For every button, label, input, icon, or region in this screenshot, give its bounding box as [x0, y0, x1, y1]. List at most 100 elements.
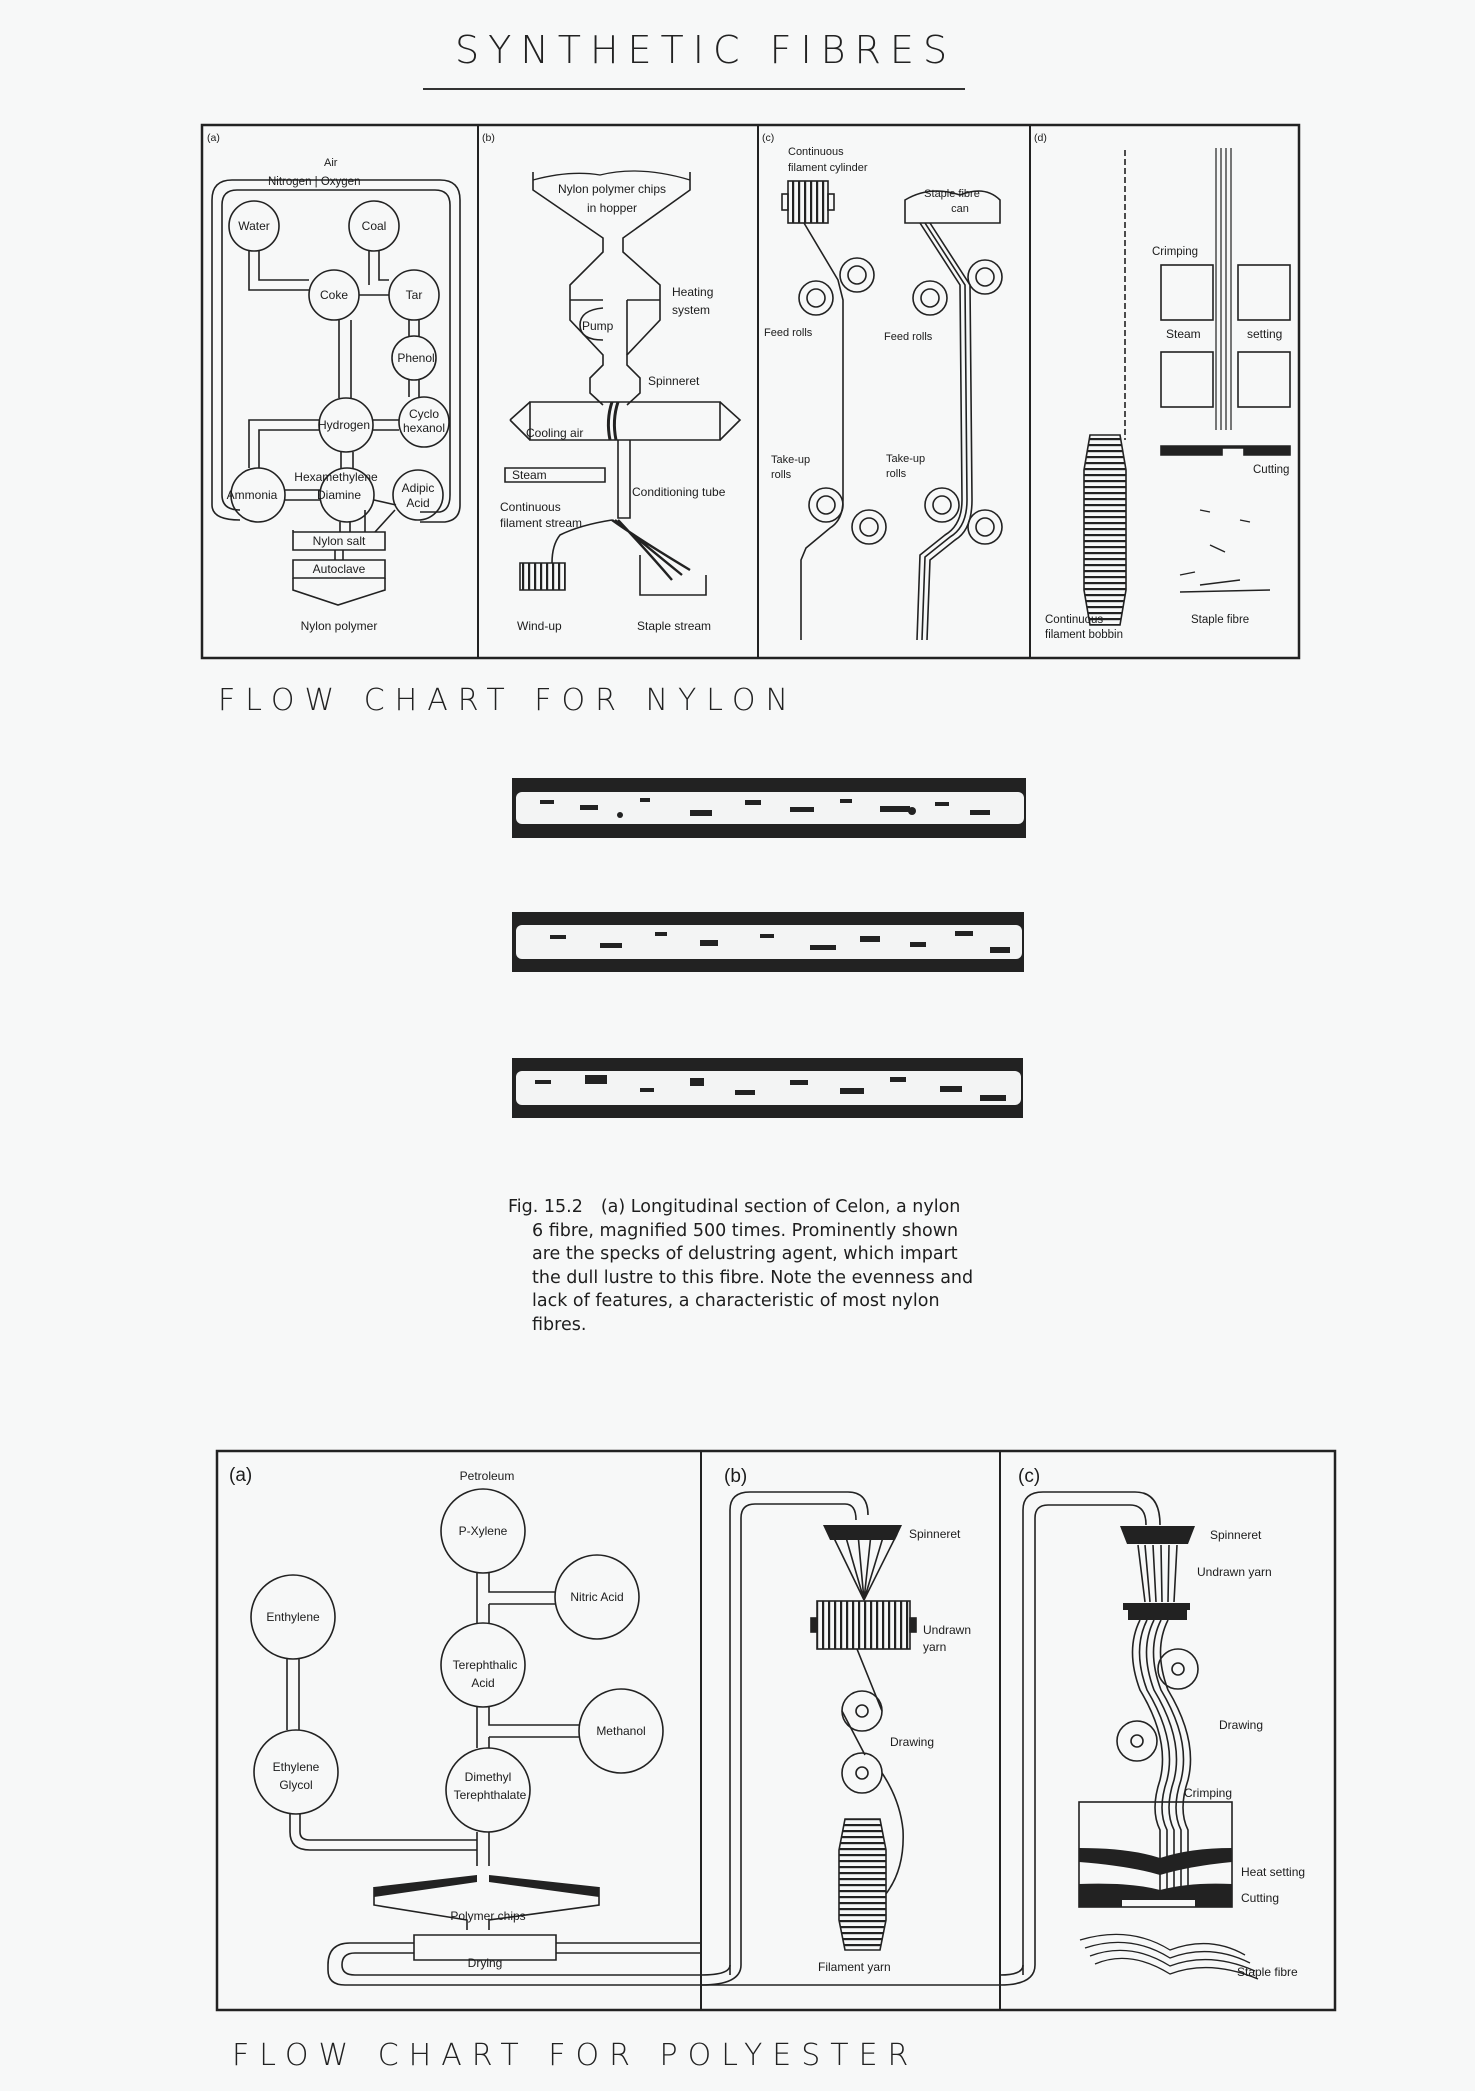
node-cyclohexanol: Cyclo [409, 407, 439, 421]
pump-label: Pump [582, 319, 614, 333]
node-methanol: Methanol [596, 1724, 645, 1738]
caption-line-5: lack of features, a characteristic of mo… [532, 1291, 940, 1311]
fibre-section-2 [512, 912, 1024, 972]
node-tar: Tar [406, 288, 423, 302]
heat-setting-label: Heat setting [1241, 1865, 1305, 1879]
polyester-flow-chart [215, 1449, 1337, 2012]
title-underline [423, 88, 965, 90]
feed-rolls-label: Feed rolls [884, 331, 933, 343]
nylon-polymer-output: Nylon polymer [301, 619, 378, 633]
petroleum-label: Petroleum [460, 1469, 515, 1483]
page-title: SYNTHETIC FIBRES [455, 28, 957, 72]
continuous-filament-stream-label: Continuous [500, 500, 561, 514]
caption-line-3: are the specks of delustring agent, whic… [532, 1244, 958, 1264]
continuous-filament-bobbin-label: Continuous [1045, 614, 1103, 626]
undrawn-yarn-label: Undrawn [923, 1623, 971, 1637]
caption-line-1: Fig. 15.2 (a) Longitudinal section of Cel… [508, 1196, 1028, 1220]
node-dimethyl-terephthalate: Dimethyl [465, 1770, 512, 1784]
caption-line-4: the dull lustre to this fibre. Note the … [532, 1267, 974, 1288]
polyester-panel-c: (c) Spinneret Undrawn yarn Drawing Crimp… [999, 1466, 1305, 1986]
node-adipic-acid: Adipic [402, 481, 435, 495]
heating-system-label-line2: system [672, 303, 710, 317]
steam-setting-label-part2: setting [1247, 327, 1282, 341]
drawing-label: Drawing [1219, 1718, 1263, 1732]
staple-fibre-can-label: Staple fibre [924, 188, 980, 200]
drying-box: Drying [468, 1956, 503, 1970]
node-hexamethylene-diamine: Hexamethylene [294, 470, 378, 484]
node-ethylene-glycol: Ethylene [273, 1760, 320, 1774]
heating-system-label: Heating [672, 285, 713, 299]
node-hydrogen: Hydrogen [318, 418, 370, 432]
cutting-label: Cutting [1253, 464, 1289, 476]
node-adipic-acid-line2: Acid [406, 496, 429, 510]
take-up-rolls-label: Take-up [886, 453, 925, 465]
panel-label: (b) [724, 1466, 747, 1487]
staple-fibre-label: Staple fibre [1191, 614, 1249, 626]
cooling-air-label: Cooling air [526, 426, 583, 440]
nylon-fibre-micrograph [512, 778, 1026, 1118]
take-up-rolls-label-line2: rolls [771, 469, 792, 481]
node-phenol: Phenol [397, 351, 434, 365]
take-up-rolls-label: Take-up [771, 454, 810, 466]
nylon-panel-d: (d) Crimping Steam setting Cutting Conti… [1034, 132, 1291, 641]
spinneret-label: Spinneret [648, 374, 700, 388]
node-cyclohexanol-line2: hexanol [403, 421, 445, 435]
cutting-label: Cutting [1241, 1891, 1279, 1905]
continuous-filament-cylinder-label-line2: filament cylinder [788, 162, 868, 174]
continuous-filament-bobbin-label-line2: filament bobbin [1045, 629, 1123, 641]
node-coal: Coal [362, 219, 387, 233]
crimping-label: Crimping [1152, 246, 1198, 258]
polyester-panel-b: (b) Spinneret Undrawn yarn Drawing Filam… [700, 1466, 971, 1986]
node-ammonia: Ammonia [227, 488, 278, 502]
figure-number: Fig. 15.2 [508, 1197, 583, 1217]
node-terephthalic-acid: Terephthalic [453, 1658, 518, 1672]
panel-label: (d) [1034, 132, 1047, 144]
panel-label: (a) [229, 1465, 252, 1486]
hopper-label-line2: in hopper [587, 201, 637, 215]
feed-rolls-label: Feed rolls [764, 327, 813, 339]
undrawn-yarn-label: Undrawn yarn [1197, 1565, 1272, 1579]
autoclave-box: Autoclave [313, 562, 366, 576]
conditioning-tube-label: Conditioning tube [632, 485, 726, 499]
caption-text: (a) Longitudinal section of Celon, a nyl… [600, 1197, 961, 1217]
wind-up-label: Wind-up [517, 619, 562, 633]
node-coke: Coke [320, 288, 348, 302]
continuous-filament-cylinder-label: Continuous [788, 146, 844, 158]
drawing-label: Drawing [890, 1735, 934, 1749]
spinneret-label: Spinneret [909, 1527, 961, 1541]
air-label: Air [324, 157, 338, 169]
panel-label: (a) [207, 132, 220, 144]
node-ethylene-glycol-line2: Glycol [279, 1778, 312, 1792]
air-bar-label: Nitrogen | Oxygen [268, 176, 360, 188]
steam-label: Steam [512, 468, 547, 482]
polyester-panel-a: (a) Petroleum P-Xylene Nitric Acid Enthy… [229, 1465, 1000, 1986]
steam-setting-label: Steam [1166, 327, 1201, 341]
panel-label: (c) [762, 132, 774, 144]
fibre-section-1 [512, 778, 1026, 838]
staple-fibre-can-label-line2: can [951, 203, 969, 215]
node-nitric-acid: Nitric Acid [570, 1590, 623, 1604]
crimping-label: Crimping [1184, 1786, 1232, 1800]
staple-fibre-label: Staple fibre [1237, 1965, 1298, 1979]
panel-label: (c) [1018, 1466, 1040, 1487]
node-enthylene: Enthylene [266, 1610, 320, 1624]
nylon-flow-chart-caption: FLOW CHART FOR NYLON [218, 683, 798, 718]
nylon-flow-chart [200, 123, 1301, 660]
spinneret-label: Spinneret [1210, 1528, 1262, 1542]
nylon-panel-a: (a) Air Nitrogen | Oxygen Water Coal Cok… [207, 132, 461, 633]
node-dimethyl-terephthalate-line2: Terephthalate [454, 1788, 527, 1802]
polyester-chart-frame [215, 1449, 1337, 2012]
polyester-flow-chart-caption: FLOW CHART FOR POLYESTER [232, 2038, 919, 2073]
panel-label: (b) [482, 132, 495, 144]
node-hexamethylene-diamine-line2: Diamine [317, 488, 361, 502]
node-terephthalic-acid-line2: Acid [471, 1676, 494, 1690]
staple-stream-label: Staple stream [637, 619, 711, 633]
hopper-label: Nylon polymer chips [558, 182, 666, 196]
node-p-xylene: P-Xylene [459, 1524, 508, 1538]
polymer-chips-label: Polymer chips [450, 1909, 525, 1923]
caption-line-6: fibres. [532, 1314, 587, 1335]
figure-caption: Fig. 15.2 (a) Longitudinal section of Cel… [508, 1196, 1028, 1337]
nylon-panel-b: (b) Nylon polymer chips in hopper Heatin… [482, 132, 742, 633]
nylon-salt-box: Nylon salt [313, 534, 366, 548]
